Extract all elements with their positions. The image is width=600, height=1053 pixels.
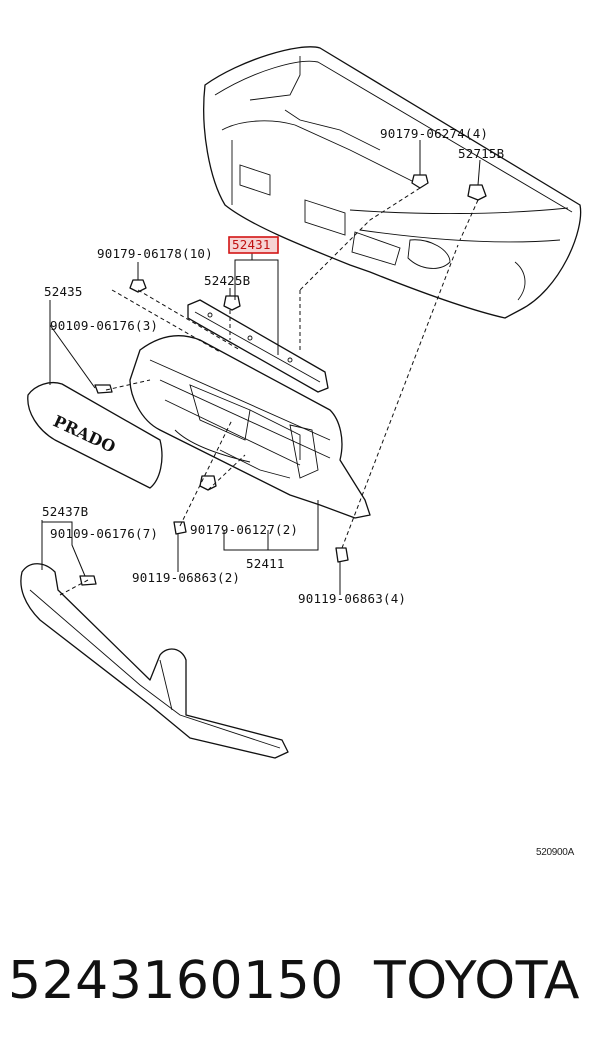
label-52437b: 52437B: [42, 504, 88, 519]
label-90179-06178: 90179-06178(10): [97, 246, 213, 261]
fasteners: [79, 174, 487, 586]
label-90109-06176-7: 90109-06176(7): [50, 526, 158, 541]
label-90109-06176-3: 90109-06176(3): [50, 318, 158, 333]
label-52411: 52411: [246, 556, 285, 571]
brand-name: TOYOTA: [374, 951, 580, 1011]
parts-diagram: PRADO: [20, 46, 582, 759]
label-90119-06863-2: 90119-06863(2): [132, 570, 240, 585]
bumper-cover-drawing: [203, 46, 582, 319]
grille-drawing: [129, 335, 371, 519]
highlight-52431: [228, 236, 279, 254]
label-90119-06863-4: 90119-06863(4): [298, 591, 406, 606]
label-52425b: 52425B: [204, 273, 250, 288]
part-number: 5243160150: [8, 951, 344, 1011]
label-52715b: 52715B: [458, 146, 504, 161]
diagram-code: 520900A: [536, 847, 574, 858]
label-52431: 52431: [232, 237, 271, 252]
label-90179-06127: 90179-06127(2): [190, 522, 298, 537]
label-90179-06274: 90179-06274(4): [380, 126, 488, 141]
lower-guard-drawing: [20, 563, 289, 759]
leader-lines: [41, 140, 481, 595]
alignment-lines: [59, 187, 479, 596]
retainer-bracket-drawing: [187, 299, 329, 393]
label-52435: 52435: [44, 284, 83, 299]
footer: 5243160150 TOYOTA: [0, 925, 600, 1035]
